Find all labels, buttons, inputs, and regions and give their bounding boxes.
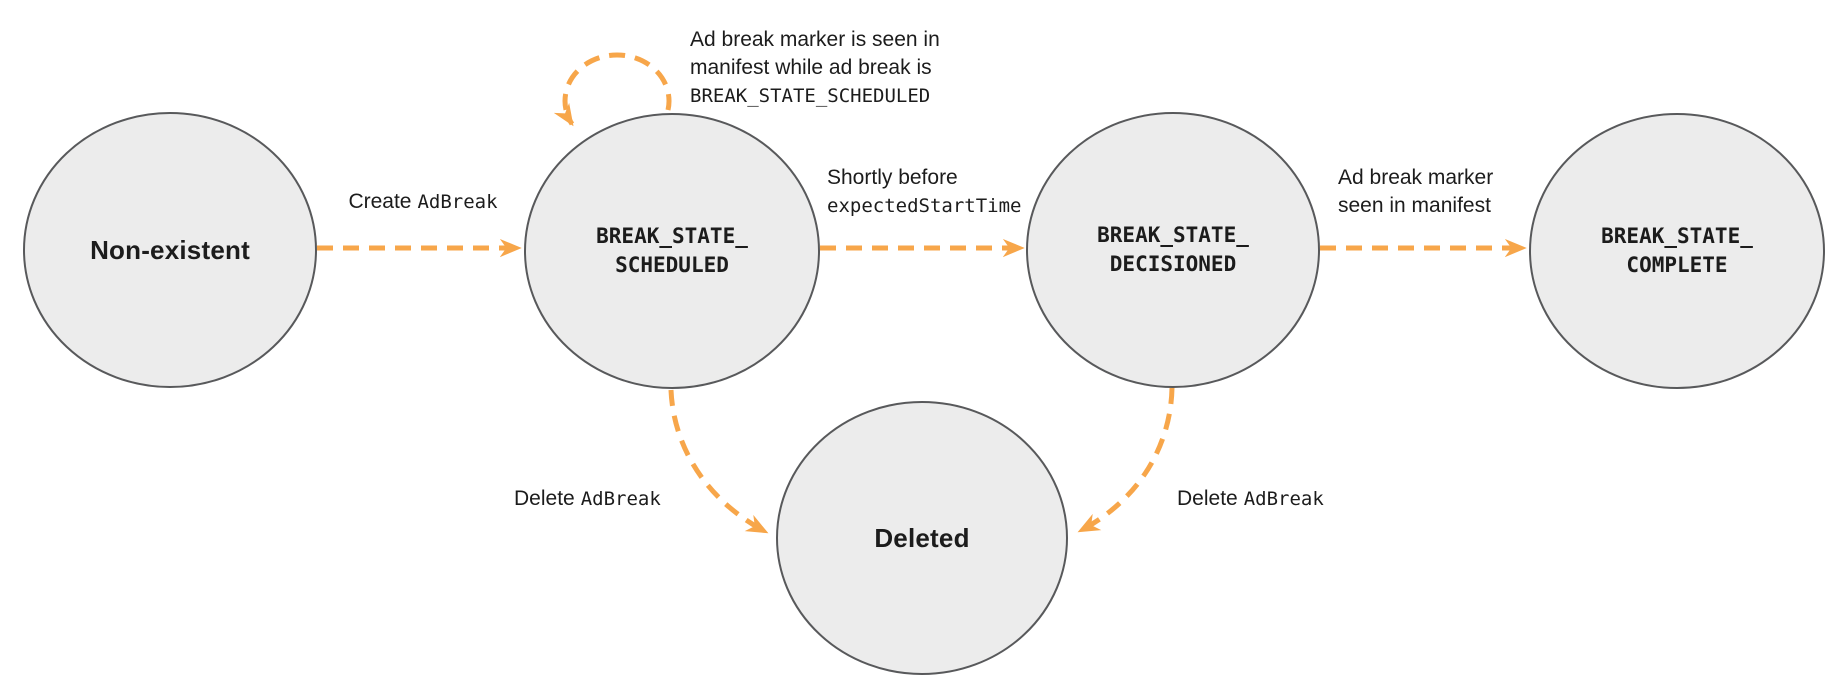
arrow-self-loop-scheduled [553,52,672,127]
state-deleted-circle [776,401,1068,675]
state-scheduled-circle [524,113,820,389]
state-non-existent-circle [23,112,317,388]
state-complete-circle [1529,113,1825,389]
state-decisioned-circle [1026,112,1320,388]
arrow-scheduled-to-deleted [668,389,769,535]
arrow-decisioned-to-deleted [1077,387,1175,534]
